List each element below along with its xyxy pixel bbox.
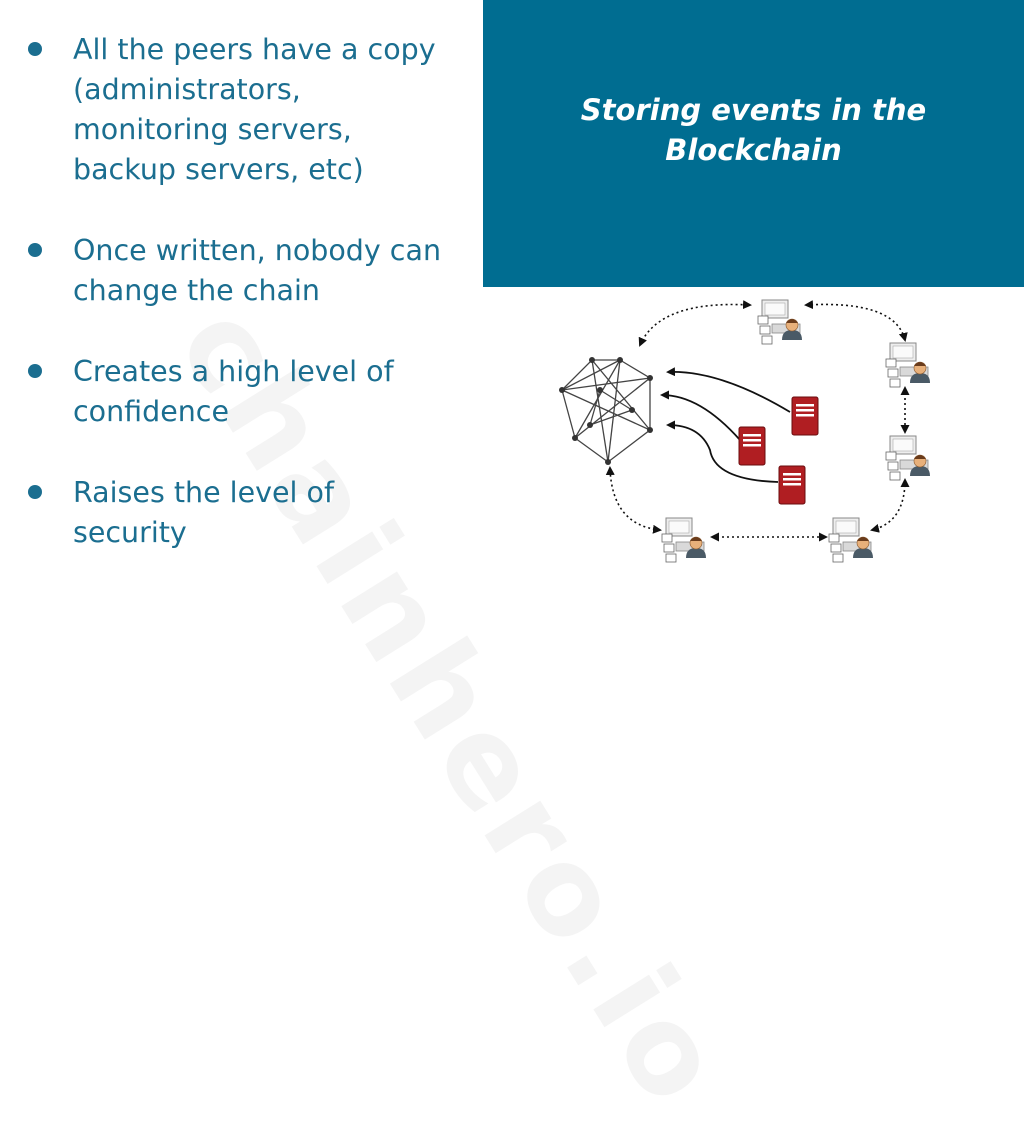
bullet-item: Raises the level of security bbox=[28, 473, 478, 553]
bullet-text: backup servers, etc) bbox=[73, 153, 364, 186]
bullet-text: change the chain bbox=[73, 274, 320, 307]
bullet-text: Creates a high level of bbox=[73, 355, 394, 388]
bullet-item: All the peers have a copy (administrator… bbox=[28, 30, 478, 190]
bullet-text: Once written, nobody can bbox=[73, 234, 442, 267]
bullet-text: (administrators, bbox=[73, 73, 301, 106]
bullet-text: Raises the level of bbox=[73, 476, 334, 509]
slide-title: Storing events in the Blockchain bbox=[483, 90, 1024, 170]
bullet-list: All the peers have a copy (administrator… bbox=[28, 30, 478, 594]
bullet-dot bbox=[28, 243, 42, 257]
bullet-text: confidence bbox=[73, 395, 230, 428]
server-icon bbox=[778, 465, 806, 505]
peer-connections bbox=[605, 300, 910, 542]
bullet-dot bbox=[28, 485, 42, 499]
title-line: Blockchain bbox=[665, 133, 842, 167]
peer-workstation-icon bbox=[661, 517, 707, 563]
bullet-item: Creates a high level of confidence bbox=[28, 352, 478, 432]
peer-workstation-icon bbox=[828, 517, 874, 563]
bullet-text: monitoring servers, bbox=[73, 113, 352, 146]
bullet-dot bbox=[28, 364, 42, 378]
peer-workstation-icon bbox=[757, 299, 803, 345]
blockchain-diagram bbox=[559, 299, 931, 563]
bullet-item: Once written, nobody can change the chai… bbox=[28, 231, 478, 311]
peer-workstation-icon bbox=[885, 435, 931, 481]
server-icon bbox=[738, 426, 766, 466]
title-box: Storing events in the Blockchain bbox=[483, 0, 1024, 287]
bullet-text: All the peers have a copy bbox=[73, 33, 436, 66]
hexagon-network-icon bbox=[559, 357, 653, 465]
title-line: Storing events in the bbox=[580, 93, 927, 127]
server-icon bbox=[791, 396, 819, 436]
peer-workstation-icon bbox=[885, 342, 931, 388]
bullet-dot bbox=[28, 42, 42, 56]
server-connections bbox=[660, 367, 791, 483]
bullet-text: security bbox=[73, 516, 187, 549]
